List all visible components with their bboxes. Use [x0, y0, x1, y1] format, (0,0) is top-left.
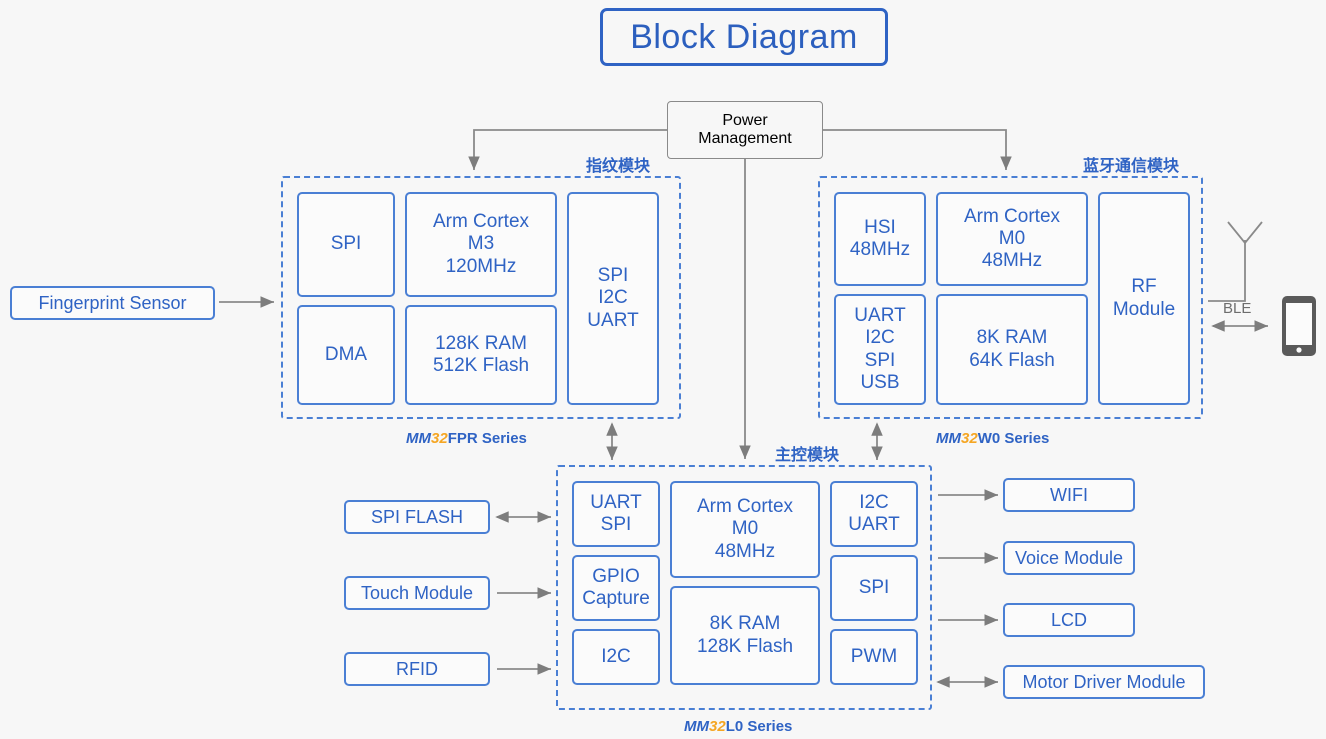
w0-block-hsi: HSI 48MHz [834, 192, 926, 286]
fingerprint-series-label: MM32FPR Series [406, 430, 527, 447]
fingerprint-module-cn-label: 指纹模块 [586, 158, 651, 175]
l0-i2cuart-line1: I2C [859, 491, 889, 513]
fpr-block-spi: SPI [297, 192, 395, 297]
power-management-line1: Power [722, 112, 768, 129]
peripheral-voice-module-label: Voice Module [1014, 547, 1124, 568]
l0-block-pwm: PWM [830, 629, 918, 685]
fingerprint-sensor-block: Fingerprint Sensor [10, 286, 215, 320]
l0-block-i2c-uart: I2C UART [830, 481, 918, 547]
smartphone-icon [1282, 296, 1316, 356]
w0-arm-line3: 48MHz [981, 250, 1043, 272]
l0-i2c-label: I2C [601, 645, 631, 667]
l0-block-i2c: I2C [572, 629, 660, 685]
peripheral-lcd: LCD [1003, 603, 1135, 637]
w0-hsi-line2: 48MHz [849, 239, 911, 260]
w0-rf-line2: Module [1112, 298, 1176, 320]
w0-series-mm: MM [936, 430, 961, 447]
fpr-block-dma-label: DMA [324, 343, 368, 365]
w0-block-arm-cortex-m0: Arm Cortex M0 48MHz [936, 192, 1088, 286]
peripheral-rfid-label: RFID [396, 658, 438, 679]
fingerprint-module-container: SPI Arm Cortex M3 120MHz SPI I2C UART DM… [281, 176, 681, 419]
w0-iface-line4: USB [860, 371, 900, 393]
peripheral-rfid: RFID [344, 652, 490, 686]
l0-gpio-line1: GPIO [592, 565, 640, 587]
peripheral-touch-module: Touch Module [344, 576, 490, 610]
l0-block-memory: 8K RAM 128K Flash [670, 586, 820, 685]
w0-arm-line2: M0 [998, 227, 1026, 249]
l0-arm-line2: M0 [731, 518, 759, 540]
page-title-text: Block Diagram [630, 17, 858, 56]
w0-block-rf-module: RF Module [1098, 192, 1190, 405]
l0-block-gpio-capture: GPIO Capture [572, 555, 660, 621]
w0-rf-line1: RF [1131, 276, 1157, 298]
l0-series-rest: L0 Series [725, 718, 793, 735]
peripheral-spi-flash: SPI FLASH [344, 500, 490, 534]
fpr-mem-line1: 128K RAM [435, 332, 527, 354]
fpr-mem-line2: 512K Flash [432, 355, 530, 376]
peripheral-wifi: WIFI [1003, 478, 1135, 512]
l0-block-spi: SPI [830, 555, 918, 621]
main-control-module-cn-label: 主控模块 [775, 447, 840, 464]
fpr-arm-line3: 120MHz [445, 255, 517, 277]
peripheral-wifi-label: WIFI [1050, 484, 1088, 505]
fpr-arm-line1: Arm Cortex [432, 211, 530, 233]
bluetooth-series-label: MM32W0 Series [936, 430, 1049, 447]
peripheral-motor-driver-module: Motor Driver Module [1003, 665, 1205, 699]
ble-link-label: BLE [1223, 300, 1252, 317]
l0-mem-line2: 128K Flash [696, 635, 794, 657]
bluetooth-module-container: HSI 48MHz Arm Cortex M0 48MHz RF Module … [818, 176, 1203, 419]
power-management-block: Power Management [667, 101, 823, 159]
l0-arm-line3: 48MHz [714, 540, 776, 562]
w0-mem-line1: 8K RAM [976, 327, 1048, 349]
fpr-block-spi-i2c-uart: SPI I2C UART [567, 192, 659, 405]
peripheral-motor-driver-module-label: Motor Driver Module [1022, 671, 1186, 692]
bluetooth-module-cn-label: 蓝牙通信模块 [1083, 158, 1180, 175]
l0-uartspi-line1: UART [590, 491, 642, 513]
fpr-block-spi-label: SPI [330, 233, 362, 255]
fpr-block-dma: DMA [297, 305, 395, 405]
fpr-iface-line1: SPI [597, 265, 629, 287]
w0-iface-line1: UART [854, 305, 906, 327]
l0-uartspi-line2: SPI [600, 514, 632, 535]
peripheral-touch-module-label: Touch Module [360, 582, 474, 603]
l0-gpio-line2: Capture [582, 588, 650, 609]
l0-i2cuart-line2: UART [848, 514, 900, 535]
fpr-series-rest: FPR Series [447, 430, 527, 447]
fpr-iface-line2: I2C [598, 287, 628, 309]
peripheral-spi-flash-label: SPI FLASH [370, 506, 464, 527]
peripheral-lcd-label: LCD [1050, 609, 1087, 630]
l0-mem-line1: 8K RAM [709, 613, 781, 635]
l0-block-arm-cortex-m0: Arm Cortex M0 48MHz [670, 481, 820, 578]
w0-arm-line1: Arm Cortex [963, 205, 1061, 227]
l0-arm-line1: Arm Cortex [696, 496, 794, 518]
fpr-series-mm: MM [406, 430, 431, 447]
fingerprint-sensor-label: Fingerprint Sensor [38, 292, 187, 313]
fpr-series-32: 32 [431, 430, 448, 447]
main-control-module-container: UART SPI GPIO Capture I2C Arm Cortex M0 … [556, 465, 932, 710]
l0-series-32: 32 [709, 718, 726, 735]
w0-series-32: 32 [961, 430, 978, 447]
w0-hsi-line1: HSI [864, 216, 896, 238]
w0-block-uart-i2c-spi-usb: UART I2C SPI USB [834, 294, 926, 405]
main-control-series-label: MM32L0 Series [684, 718, 792, 735]
peripheral-voice-module: Voice Module [1003, 541, 1135, 575]
l0-pwm-label: PWM [850, 645, 898, 667]
power-management-line2: Management [698, 130, 792, 147]
w0-iface-line2: I2C [865, 327, 895, 349]
l0-spi-label: SPI [858, 576, 890, 598]
fpr-iface-line3: UART [587, 309, 639, 331]
l0-series-mm: MM [684, 718, 709, 735]
fpr-block-memory: 128K RAM 512K Flash [405, 305, 557, 405]
l0-block-uart-spi: UART SPI [572, 481, 660, 547]
w0-mem-line2: 64K Flash [969, 349, 1055, 371]
fpr-arm-line2: M3 [467, 233, 495, 255]
w0-iface-line3: SPI [864, 349, 896, 371]
w0-series-rest: W0 Series [977, 430, 1050, 447]
w0-block-memory: 8K RAM 64K Flash [936, 294, 1088, 405]
page-title: Block Diagram [600, 8, 888, 66]
fpr-block-arm-cortex-m3: Arm Cortex M3 120MHz [405, 192, 557, 297]
